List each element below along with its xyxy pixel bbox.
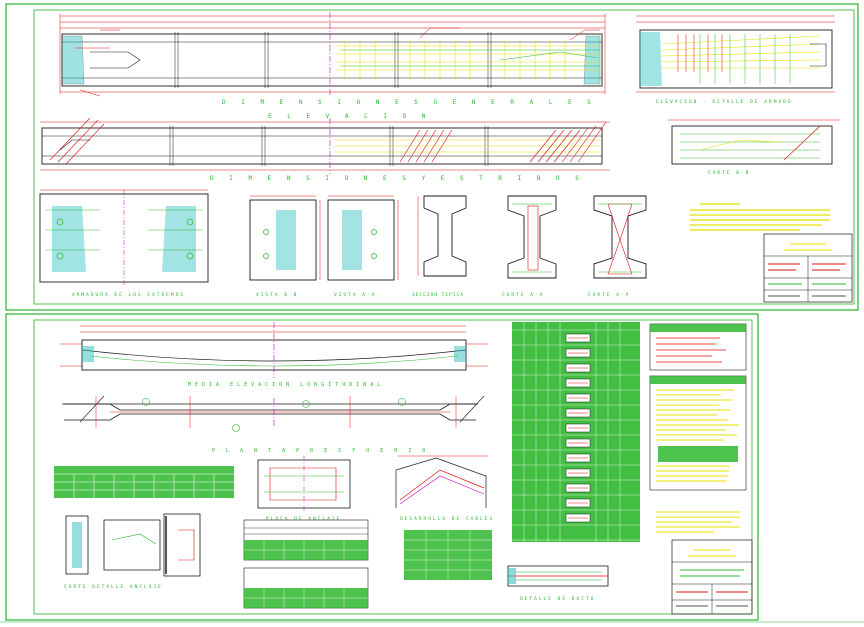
bar-shape-sketch bbox=[565, 393, 591, 403]
cable-profile-detail: DESARROLLO DE CABLES bbox=[395, 455, 494, 522]
svg-text:E L E V A C I O N: E L E V A C I O N bbox=[268, 113, 431, 120]
lower-sheet-inner-border bbox=[33, 319, 753, 615]
lower-notes-block-1 bbox=[649, 323, 747, 371]
bar-shape-sketch bbox=[565, 333, 591, 343]
svg-text:ELEVACION · DETALLE DE ARMADO: ELEVACION · DETALLE DE ARMADO bbox=[656, 99, 793, 105]
svg-text:SECCION TIPICA: SECCION TIPICA bbox=[412, 292, 464, 298]
svg-text:CORTE DETALLE ANCLAJE: CORTE DETALLE ANCLAJE bbox=[64, 584, 163, 590]
upper-sheet-frame bbox=[5, 3, 859, 311]
prestress-elevation: ELEVACION · DETALLE DE ARMADO bbox=[636, 15, 835, 105]
lower-notes-block-2 bbox=[649, 375, 747, 491]
beam-dimensions-elevation: D I M E N S I O N E S G E N E R A L E S bbox=[59, 12, 606, 106]
bar-shape-sketch bbox=[565, 513, 591, 523]
lower-notes-block-3 bbox=[656, 511, 740, 533]
svg-text:CORTE B-B: CORTE B-B bbox=[708, 170, 750, 176]
svg-text:ARMADURA DE LOS EXTREMOS: ARMADURA DE LOS EXTREMOS bbox=[72, 292, 185, 298]
reinforcement-elevation: E L E V A C I O N D I bbox=[40, 113, 610, 182]
upper-title-block bbox=[763, 233, 853, 303]
bar-shape-sketch bbox=[565, 468, 591, 478]
upper-notes-block bbox=[690, 203, 830, 231]
svg-text:D I M E N S I O N E S G E N: D I M E N S I O N E S G E N E R A L E S bbox=[222, 99, 597, 106]
tendon-elongation-table bbox=[243, 519, 369, 561]
bar-shape-sketch bbox=[565, 498, 591, 508]
lower-sheet-frame bbox=[5, 313, 759, 621]
svg-text:P L A N T A P R E S F U E R: P L A N T A P R E S F U E R Z O bbox=[212, 448, 429, 454]
tendon-losses-table bbox=[243, 567, 369, 609]
cable-trajectory-table bbox=[54, 466, 234, 498]
lower-title-block bbox=[671, 539, 753, 615]
svg-text:D I M E N S I O N E S Y E: D I M E N S I O N E S Y E S T R I B O S bbox=[210, 175, 585, 182]
bar-shape-sketch bbox=[565, 378, 591, 388]
bar-shape-sketch bbox=[565, 423, 591, 433]
prestress-plan-view: P L A N T A P R E S F U E R Z O bbox=[62, 395, 485, 454]
svg-text:CORTE A-A: CORTE A-A bbox=[588, 292, 630, 298]
bar-shape-sketch bbox=[565, 363, 591, 373]
bar-schedule-table bbox=[512, 322, 640, 542]
svg-text:CORTE A-A: CORTE A-A bbox=[502, 292, 544, 298]
duct-detail: DETALLE DE DUCTO bbox=[507, 565, 609, 602]
cross-sections-row: ARMADURA DE LOS EXTREMOS VISTA B-B VISTA… bbox=[39, 189, 647, 298]
tensioning-table bbox=[404, 530, 492, 580]
bar-shape-sketch bbox=[565, 408, 591, 418]
svg-text:DESARROLLO DE CABLES: DESARROLLO DE CABLES bbox=[400, 516, 494, 522]
svg-text:PLACA DE ANCLAJE: PLACA DE ANCLAJE bbox=[266, 516, 341, 522]
prestress-cable-elevation: MEDIA ELEVACION LONGITUDINAL bbox=[60, 322, 488, 388]
bar-shape-sketch bbox=[565, 453, 591, 463]
svg-text:VISTA A-A: VISTA A-A bbox=[334, 292, 376, 298]
svg-text:DETALLE DE DUCTO: DETALLE DE DUCTO bbox=[520, 596, 595, 602]
bar-shape-sketch bbox=[565, 483, 591, 493]
section-b-b: CORTE B-B bbox=[668, 119, 840, 176]
bar-shape-sketch bbox=[565, 438, 591, 448]
anchorage-zone-detail: CORTE DETALLE ANCLAJE bbox=[64, 513, 201, 590]
anchorage-section-detail: PLACA DE ANCLAJE bbox=[257, 456, 351, 522]
svg-text:VISTA B-B: VISTA B-B bbox=[256, 292, 298, 298]
upper-sheet-inner-border bbox=[33, 9, 855, 305]
bar-shape-sketch bbox=[565, 348, 591, 358]
svg-text:MEDIA ELEVACION LONGITUDINAL: MEDIA ELEVACION LONGITUDINAL bbox=[188, 382, 384, 388]
